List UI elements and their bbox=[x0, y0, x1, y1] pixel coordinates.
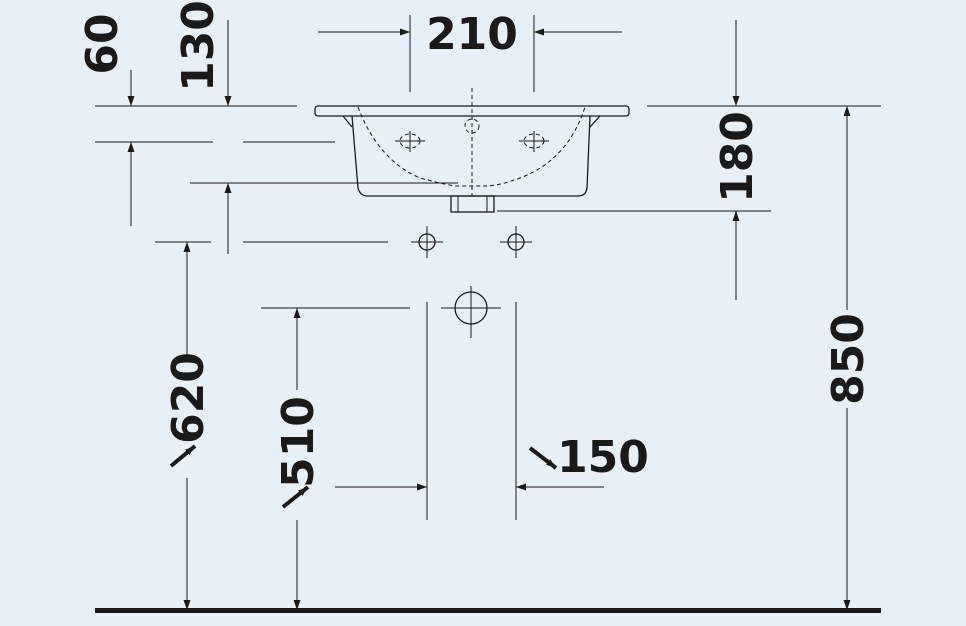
dimension-lines bbox=[127, 20, 851, 610]
floor-line bbox=[95, 608, 881, 613]
basin-inner-contour bbox=[357, 106, 586, 187]
dim-label-130: 130 bbox=[173, 0, 224, 92]
leader-arrow-510 bbox=[281, 485, 310, 509]
dim-label-60: 60 bbox=[77, 13, 128, 74]
dim-label-180: 180 bbox=[712, 111, 763, 203]
washbasin bbox=[314, 88, 630, 213]
extension-lines bbox=[95, 15, 881, 520]
basin-bracket-left bbox=[342, 115, 353, 128]
dimension-labels: 210 60 130 180 850 620 510 150 bbox=[77, 0, 874, 488]
drain-outlet bbox=[450, 195, 495, 213]
dim-label-510: 510 bbox=[273, 396, 324, 488]
dim-label-850: 850 bbox=[823, 313, 874, 405]
leader-arrows bbox=[169, 444, 558, 509]
basin-bracket-right bbox=[589, 115, 601, 128]
wall-connections bbox=[411, 226, 532, 338]
dim-label-150: 150 bbox=[557, 432, 649, 483]
leader-arrow-150 bbox=[528, 446, 558, 470]
dim-label-210: 210 bbox=[426, 9, 518, 60]
dim-label-620: 620 bbox=[163, 352, 214, 444]
leader-arrow-620 bbox=[169, 444, 197, 468]
